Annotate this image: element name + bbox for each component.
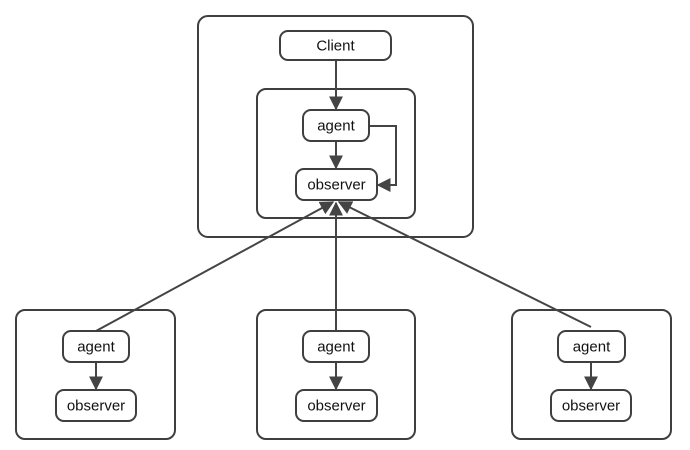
middle-observer-label: observer — [307, 398, 365, 415]
left-agent-label: agent — [77, 339, 115, 356]
middle-agent-label: agent — [317, 339, 355, 356]
edge-agent-loop-to-observer — [369, 125, 397, 192]
right-agent-node: agent — [557, 330, 626, 363]
server-agent-label: agent — [317, 118, 355, 135]
edge-right-agent-to-server-observer — [337, 201, 592, 328]
server-agent-node: agent — [302, 109, 370, 142]
right-observer-node: observer — [550, 389, 632, 422]
client-label: Client — [316, 38, 355, 55]
left-observer-node: observer — [55, 389, 137, 422]
right-observer-label: observer — [562, 398, 620, 415]
server-observer-label: observer — [307, 177, 365, 194]
client-node: Client — [279, 30, 392, 61]
middle-agent-node: agent — [302, 330, 370, 363]
edge-left-agent-to-server-observer — [95, 201, 335, 332]
left-agent-node: agent — [62, 330, 130, 363]
middle-observer-node: observer — [295, 389, 378, 422]
left-observer-label: observer — [67, 398, 125, 415]
right-agent-label: agent — [573, 339, 611, 356]
server-observer-node: observer — [295, 168, 378, 201]
